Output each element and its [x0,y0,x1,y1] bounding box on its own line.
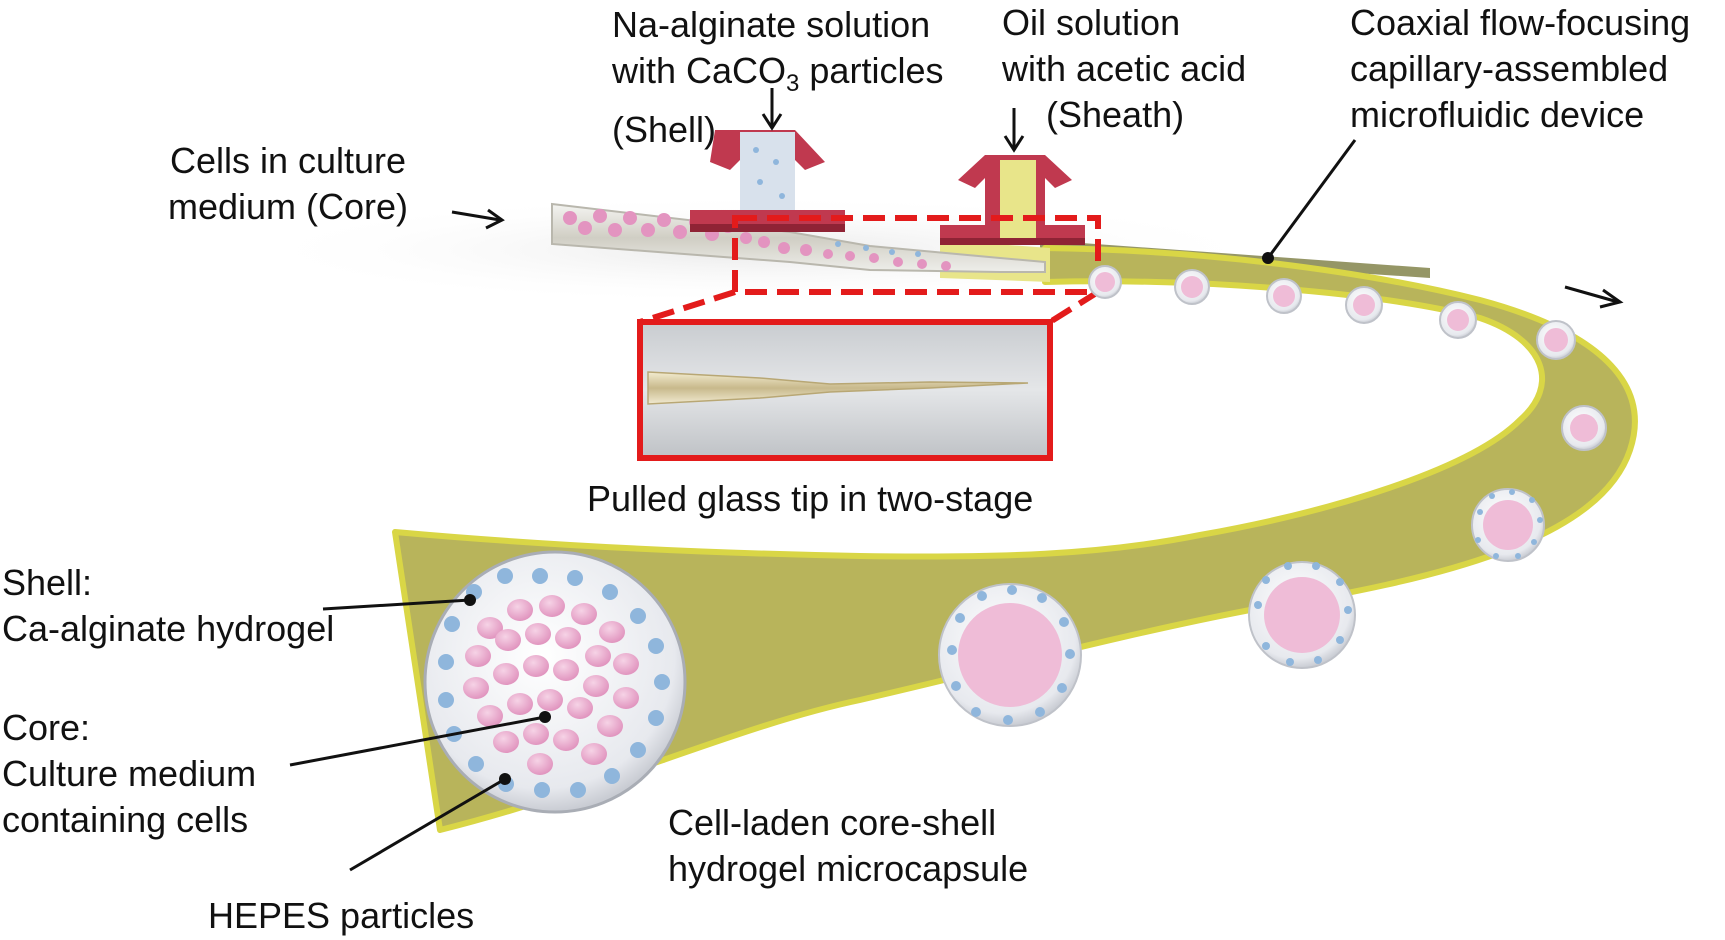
core-cells [463,595,639,775]
microcapsule-medium [1471,488,1545,562]
down-arrow-icon [761,88,783,131]
shell-inlet-subscript: 3 [786,70,800,98]
sheath-inlet-label: Oil solution with acetic acid (Sheath) [1002,0,1246,138]
device-line3: microfluidic device [1350,94,1645,135]
hepes-dot [499,773,511,785]
glass-tip-inset [637,319,1053,461]
core-inlet-line2: medium (Core) [168,186,409,227]
shell-inlet-label: Na-alginate solution with CaCO3 particle… [612,2,943,153]
shell-inlet-line2: with CaCO3 particles [612,48,943,107]
microcapsule-label: Cell-laden core-shell hydrogel microcaps… [668,800,1028,892]
microcapsule-small [1088,265,1122,299]
sheath-inlet-line2: with acetic acid [1002,48,1247,89]
sheath-inlet-line3: (Sheath) [1046,94,1185,135]
shell-inlet-line3: (Shell) [612,109,717,151]
microcapsule-line2: hydrogel microcapsule [668,848,1029,889]
microcapsule-small [1536,320,1576,360]
glass-tip-label: Pulled glass tip in two-stage [587,476,1033,522]
glass-tip-text: Pulled glass tip in two-stage [587,478,1034,519]
device-line1: Coaxial flow-focusing [1350,2,1691,43]
tip-highlight-connector-right [1048,289,1100,325]
leader-core [289,715,546,767]
sheath-inlet-connector [940,155,1085,245]
core-inlet-line1: Cells in culture [169,140,407,181]
microcapsule-small [1266,278,1302,314]
shell-inlet-line1: Na-alginate solution [612,4,931,45]
right-arrow-icon [451,208,505,230]
microcapsule-medium [938,583,1082,727]
glass-capillary [551,202,1046,273]
tip-highlight-connector-left [639,289,736,325]
core-legend-line1: Core: [2,707,91,748]
large-microcapsule [423,550,687,814]
core-legend-label: Core: Culture medium containing cells [2,705,256,843]
hepes-text: HEPES particles [208,895,475,936]
shell-legend-line1: Shell: [2,562,93,603]
microcapsule-small [1174,269,1210,305]
hepes-label: HEPES particles [208,893,474,939]
shell-inlet-line2-suffix: particles [799,50,944,91]
microcapsule-small [1345,286,1383,324]
leader-lines [289,139,1357,872]
microcapsule-line1: Cell-laden core-shell [668,802,997,843]
core-dot [539,711,551,723]
shell-legend-label: Shell: Ca-alginate hydrogel [2,560,334,652]
shell-inlet-line2-prefix: with CaCO [612,50,787,91]
shell-dot [464,594,476,606]
shell-legend-line2: Ca-alginate hydrogel [2,608,335,649]
sheath-inlet-line1: Oil solution [1002,2,1181,43]
leader-shell [322,598,471,611]
leader-hepes [349,777,506,872]
shell-inlet-connector [690,130,845,232]
right-arrow-icon [1564,285,1624,309]
core-inlet-label: Cells in culture medium (Core) [168,138,408,230]
microcapsule-small [1561,405,1607,451]
core-legend-line2: Culture medium [2,753,257,794]
microcapsule-medium [1248,561,1356,669]
device-line2: capillary-assembled [1350,48,1669,89]
leader-dots [464,252,1274,785]
collection-channel [392,245,1638,833]
device-dot [1262,252,1274,264]
down-arrow-icon [1003,108,1025,153]
device-label: Coaxial flow-focusing capillary-assemble… [1350,0,1690,138]
microcapsules-in-channel [938,265,1607,727]
shell-particles [438,568,670,798]
microcapsule-small [1439,301,1477,339]
leader-device [1266,139,1357,259]
core-legend-line3: containing cells [2,799,249,840]
